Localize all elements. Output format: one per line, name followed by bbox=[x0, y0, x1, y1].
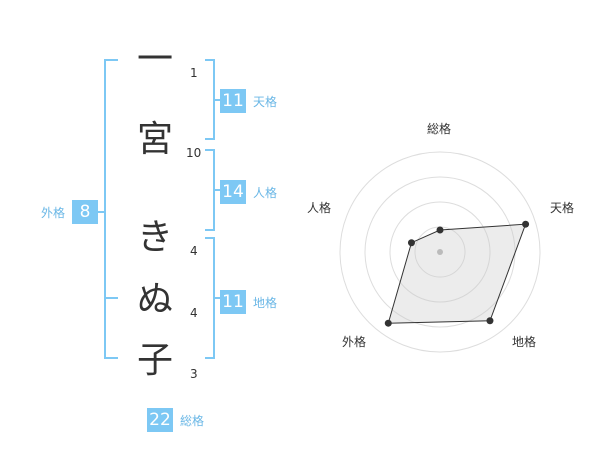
tenkaku-badge: 11 bbox=[220, 89, 246, 113]
radar-polygon bbox=[387, 223, 527, 324]
radar-point-3 bbox=[384, 319, 392, 327]
stroke-count-5: 3 bbox=[190, 367, 198, 381]
radar-point-1 bbox=[522, 220, 530, 228]
radar-label-tenkaku: 天格 bbox=[550, 201, 575, 215]
jinkaku-label: 人格 bbox=[253, 186, 278, 200]
tenkaku-label: 天格 bbox=[253, 95, 278, 109]
radar-ring bbox=[339, 151, 541, 353]
radar-point-2 bbox=[486, 317, 494, 325]
chikaku-badge: 11 bbox=[220, 290, 246, 314]
radar-center bbox=[437, 249, 443, 255]
soukaku-label: 総格 bbox=[180, 414, 205, 428]
jinkaku-badge: 14 bbox=[220, 180, 246, 204]
stroke-count-4: 4 bbox=[190, 306, 198, 320]
radar-label-jinkaku: 人格 bbox=[307, 201, 332, 215]
chikaku-label: 地格 bbox=[253, 296, 278, 310]
radar-label-soukaku: 総格 bbox=[427, 122, 452, 136]
radar-label-chikaku: 地格 bbox=[512, 335, 537, 349]
gaikaku-label: 外格 bbox=[41, 206, 66, 220]
name-char-3: き bbox=[136, 217, 173, 258]
soukaku-badge: 22 bbox=[147, 408, 173, 432]
radar-ring bbox=[389, 201, 491, 303]
radar-point-0 bbox=[436, 226, 444, 234]
gaikaku-bracket bbox=[104, 59, 118, 359]
radar-point-4 bbox=[407, 239, 415, 247]
name-char-4: ぬ bbox=[136, 279, 173, 320]
name-char-1: 一 bbox=[136, 39, 173, 80]
stroke-count-1: 1 bbox=[190, 66, 198, 80]
radar-label-gaikaku: 外格 bbox=[342, 335, 367, 349]
name-char-2: 宮 bbox=[136, 119, 173, 160]
stroke-count-3: 4 bbox=[190, 244, 198, 258]
name-char-5: 子 bbox=[136, 340, 173, 381]
gaikaku-badge: 8 bbox=[72, 200, 98, 224]
stroke-count-2: 10 bbox=[186, 146, 202, 160]
